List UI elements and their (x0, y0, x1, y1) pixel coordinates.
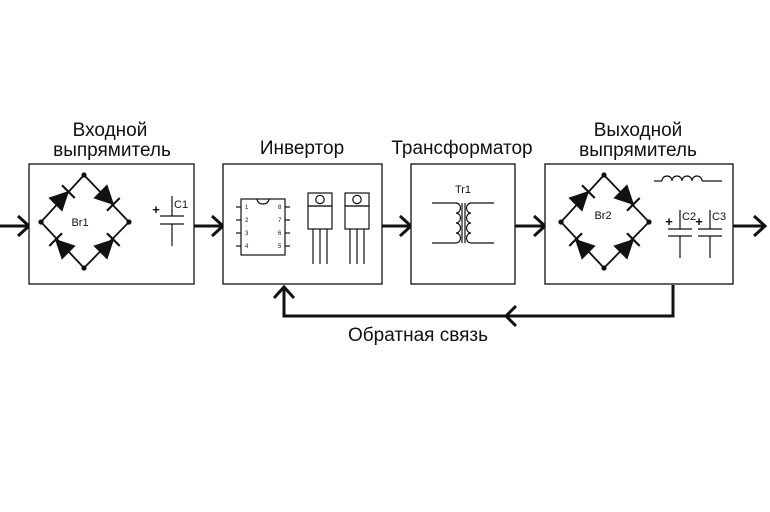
transformer-title: Трансформатор (391, 138, 532, 159)
svg-text:+: + (665, 214, 673, 229)
bridge-br1-label: Br1 (71, 217, 88, 229)
output-rectifier-block: Br2 + C2 + C3 (544, 163, 734, 285)
transformer-ref-label: Tr1 (455, 184, 471, 196)
capacitor-c1: + C1 (152, 196, 188, 246)
bridge-br2-label: Br2 (594, 210, 611, 222)
capacitor-c3: + C3 (695, 210, 726, 258)
svg-text:+: + (695, 214, 703, 229)
transistor-1 (307, 192, 333, 264)
output-rectifier-title-line2: выпрямитель (579, 140, 697, 161)
svg-text:8: 8 (278, 205, 282, 211)
output-inductor (654, 175, 722, 182)
output-rectifier-title-line1: Выходной (594, 120, 683, 141)
svg-text:6: 6 (278, 231, 282, 237)
svg-text:2: 2 (245, 218, 249, 224)
svg-text:4: 4 (245, 244, 249, 250)
inverter-title: Инвертор (260, 138, 344, 159)
svg-text:3: 3 (245, 231, 249, 237)
svg-text:+: + (152, 202, 160, 217)
inverter-block: 1 2 3 4 8 7 6 5 (222, 163, 383, 285)
svg-text:1: 1 (245, 205, 249, 211)
ic-chip: 1 2 3 4 8 7 6 5 (236, 198, 290, 256)
transformer-block: Tr1 (410, 163, 516, 285)
capacitor-c1-label: C1 (174, 199, 188, 211)
input-rectifier-title-line2: выпрямитель (53, 140, 171, 161)
feedback-loop (272, 284, 675, 328)
svg-text:5: 5 (278, 244, 282, 250)
feedback-label: Обратная связь (348, 325, 488, 346)
capacitor-c2: + C2 (665, 210, 696, 258)
svg-text:7: 7 (278, 218, 282, 224)
transistor-2 (344, 192, 370, 264)
transformer-symbol (432, 202, 494, 244)
capacitor-c2-label: C2 (682, 211, 696, 223)
capacitor-c3-label: C3 (712, 211, 726, 223)
input-rectifier-title-line1: Входной (73, 120, 148, 141)
input-rectifier-block: Br1 + C1 (28, 163, 195, 285)
